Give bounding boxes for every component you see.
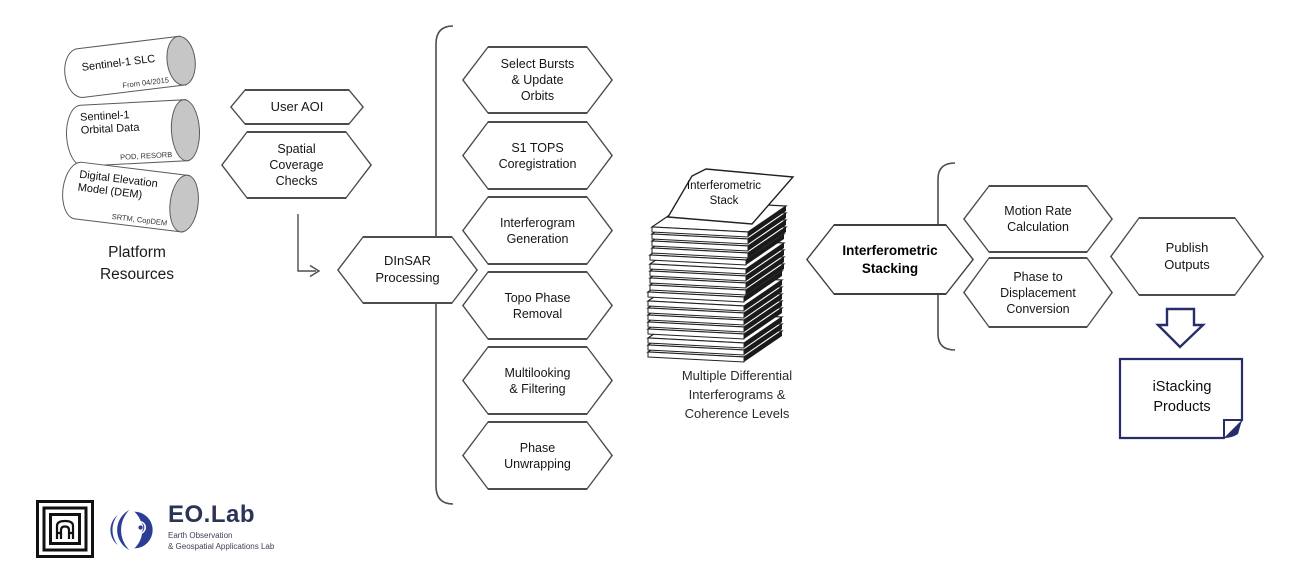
eolab-subtitle-line1: Earth Observation [168, 531, 233, 541]
stack-caption: Multiple Differential Interferograms & C… [681, 368, 793, 421]
square-maze-logo-icon [36, 500, 94, 558]
node-label: Interferometric Stacking [842, 243, 938, 276]
node-label: Interferogram Generation [499, 215, 576, 246]
node-label: Phase Unwrapping [504, 440, 571, 471]
flow-arrow [297, 214, 321, 278]
node-label: S1 TOPS Coregistration [498, 140, 577, 171]
node-phase-unwrapping: Phase Unwrapping [462, 421, 613, 490]
stack-title: Interferometric Stack [686, 180, 762, 207]
eolab-title: EO.Lab [168, 501, 256, 528]
node-motion-rate-calculation: Motion Rate Calculation [963, 185, 1113, 253]
platform-resources-label: Platform Resources [99, 244, 175, 283]
node-label: Phase to Displacement Conversion [1000, 269, 1076, 316]
node-publish-outputs: Publish Outputs [1110, 217, 1264, 296]
product-note-shape [1118, 357, 1244, 440]
stack-top-sheet [666, 168, 795, 225]
node-label: Spatial Coverage Checks [269, 142, 324, 188]
node-label: Select Bursts & Update Orbits [500, 57, 575, 103]
node-label: Multilooking & Filtering [504, 365, 571, 396]
node-label: Topo Phase Removal [504, 290, 571, 321]
cylinder-orbital-data: Sentinel-1 Orbital Data POD, RESORB [64, 98, 202, 168]
eolab-logo-icon [110, 510, 153, 550]
node-label: DInSAR Processing [375, 253, 440, 285]
node-user-aoi: User AOI [230, 89, 364, 125]
node-spatial-coverage-checks: Spatial Coverage Checks [221, 131, 372, 199]
eolab-logo-text: EO.Lab Earth Observation & Geospatial Ap… [168, 501, 275, 552]
node-topo-phase-removal: Topo Phase Removal [462, 271, 613, 340]
node-label: Motion Rate Calculation [1004, 204, 1072, 234]
node-multilooking-filtering: Multilooking & Filtering [462, 346, 613, 415]
node-label: User AOI [270, 98, 324, 114]
node-dinsar-processing: DInSAR Processing [337, 236, 478, 304]
interferometric-stack-graphic [647, 168, 795, 363]
cylinder-title: Sentinel-1 Orbital Data [79, 109, 140, 138]
node-select-bursts: Select Bursts & Update Orbits [462, 46, 613, 114]
down-block-arrow [1155, 307, 1206, 349]
product-note-label: iStacking Products [1152, 379, 1212, 416]
node-s1-tops-coregistration: S1 TOPS Coregistration [462, 121, 613, 190]
node-interferogram-generation: Interferogram Generation [462, 196, 613, 265]
node-label: Publish Outputs [1164, 239, 1210, 272]
eolab-subtitle-line2: & Geospatial Applications Lab [168, 541, 275, 551]
node-phase-displacement-conversion: Phase to Displacement Conversion [963, 257, 1113, 328]
node-interferometric-stacking: Interferometric Stacking [806, 224, 974, 295]
